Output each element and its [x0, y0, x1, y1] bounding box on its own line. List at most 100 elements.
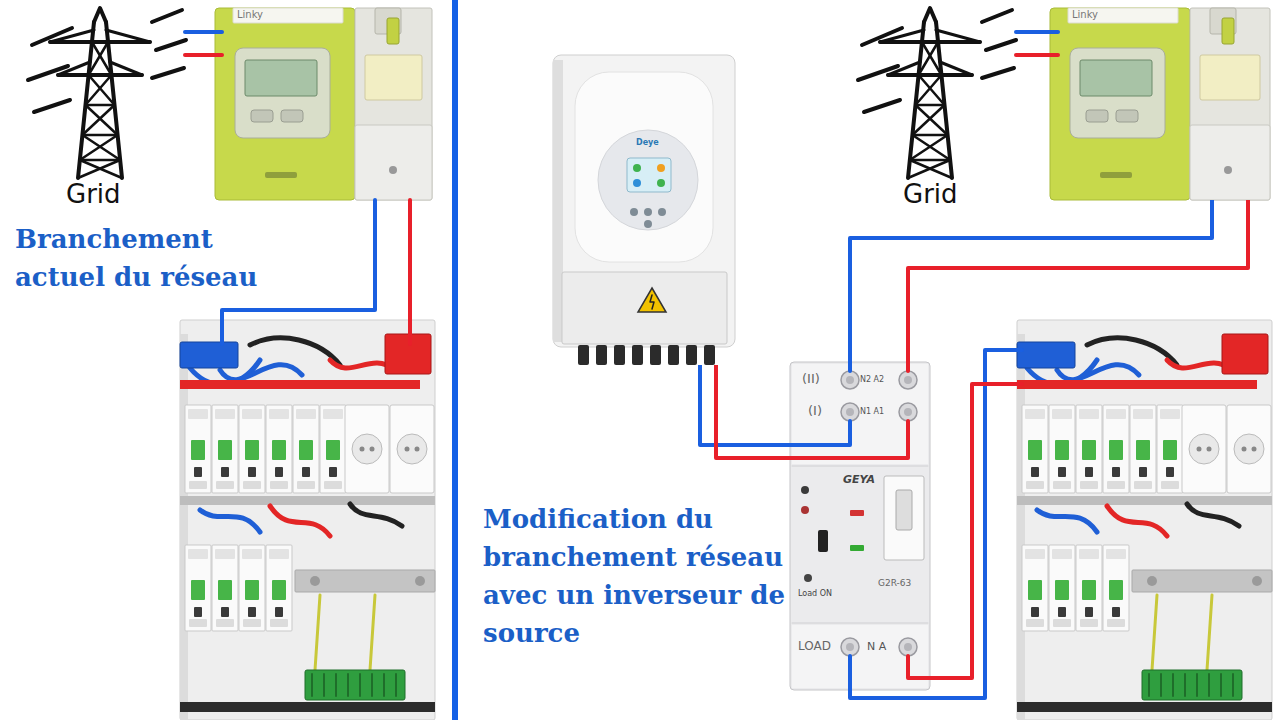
breaker-sticker [1200, 55, 1260, 100]
wire [700, 365, 790, 445]
wiring-cover [562, 272, 727, 344]
rail-screw [310, 576, 320, 586]
terminal-screw [904, 376, 912, 384]
phase-bus [180, 380, 420, 389]
motion-line [864, 100, 900, 112]
terminal-slot [359, 674, 361, 696]
meter-slot [1100, 172, 1132, 178]
terminal-slot [1208, 674, 1210, 696]
motion-line [34, 100, 70, 112]
cover-screw [389, 166, 397, 174]
breaker-label [218, 580, 232, 600]
circuit-breaker [185, 545, 211, 631]
meter-body [1050, 8, 1190, 200]
pylon-lattice [78, 160, 120, 178]
breaker-toggle [221, 467, 229, 477]
breaker-top [1106, 409, 1126, 419]
cable-gland [632, 345, 643, 365]
pylon-arm [888, 73, 972, 77]
breaker-label [1136, 440, 1150, 460]
breaker-label [1055, 580, 1069, 600]
breaker-top [188, 409, 208, 419]
circuit-breaker [212, 405, 238, 493]
breaker-top [269, 409, 289, 419]
node-text: LOAD [798, 640, 831, 654]
breaker-toggle [1031, 607, 1039, 617]
din-rail [180, 496, 435, 505]
pylon-lattice [922, 41, 938, 44]
grid-label: Grid [903, 180, 958, 210]
pylon-lattice [915, 104, 944, 107]
breaker-label [1163, 440, 1177, 460]
terminal-slot [1160, 674, 1162, 696]
breaker-label [1109, 580, 1123, 600]
terminal-slot [1196, 674, 1198, 696]
circuit-breaker [1049, 545, 1075, 631]
breaker-sticker [365, 55, 422, 100]
breaker-toggle [194, 607, 202, 617]
din-socket [345, 405, 389, 493]
pylon-arm [50, 40, 150, 44]
breaker-toggle [194, 467, 202, 477]
breaker-label [272, 440, 286, 460]
din-socket [1182, 405, 1226, 493]
circuit-breaker [239, 405, 265, 493]
earth-wire [370, 595, 375, 670]
breaker-toggle [221, 607, 229, 617]
bottom-rail [1017, 702, 1272, 712]
breaker-top [215, 549, 235, 559]
wire [716, 365, 790, 458]
din-socket [390, 405, 434, 493]
breaker-bottom [1053, 481, 1071, 489]
pylon-lattice [89, 74, 112, 77]
load-wire [850, 350, 1022, 698]
cable-gland [614, 345, 625, 365]
pylon-lattice [82, 105, 114, 135]
lever-window [884, 476, 924, 560]
breaker-toggle [1085, 607, 1093, 617]
earth-terminal-block [1142, 670, 1242, 700]
electricity-meter [215, 8, 432, 200]
supply-wire [408, 200, 412, 344]
pylon-lattice [910, 159, 950, 162]
pylon-lattice [922, 42, 941, 75]
terminal-slot [395, 674, 397, 696]
breaker-bottom [1026, 481, 1044, 489]
cable-gland [704, 345, 715, 365]
breaker-bottom [216, 619, 234, 627]
pylon-lattice [82, 134, 117, 137]
socket-hole [405, 447, 410, 452]
breaker-bottom [1107, 481, 1125, 489]
breaker-label [245, 580, 259, 600]
breaker-toggle [302, 467, 310, 477]
grid-wire [185, 30, 222, 34]
pylon-lattice [915, 75, 941, 105]
breaker-bottom [1161, 481, 1179, 489]
breaker-toggle [275, 607, 283, 617]
node-text: (I) [808, 404, 822, 419]
wire [908, 200, 1248, 360]
breaker-label [245, 440, 259, 460]
breaker-bottom [1026, 619, 1044, 627]
circuit-breaker [1022, 405, 1048, 493]
earth-wire [315, 595, 320, 670]
mode-toggle [818, 530, 828, 552]
wire-stub [790, 421, 908, 458]
neutral-terminal-block [1017, 342, 1075, 368]
motion-line [156, 40, 186, 50]
bottom-rail [180, 702, 435, 712]
breaker-terminal-cover [355, 125, 432, 200]
wire-stub [848, 360, 852, 371]
circuit-breaker [320, 405, 346, 493]
circuit-breaker [1022, 545, 1048, 631]
terminal-slot [1184, 674, 1186, 696]
transfer-switch: (II)N2 A2(I)N1 A1GEYALoad ONG2R-63LOADN … [790, 360, 930, 690]
rail-screw [415, 576, 425, 586]
pylon-brace [106, 30, 150, 42]
node-text: G2R-63 [878, 578, 911, 588]
screw-terminal [899, 371, 917, 389]
node-text: N1 A1 [860, 407, 884, 416]
motion-line [862, 28, 902, 45]
breaker-toggle [1031, 467, 1039, 477]
